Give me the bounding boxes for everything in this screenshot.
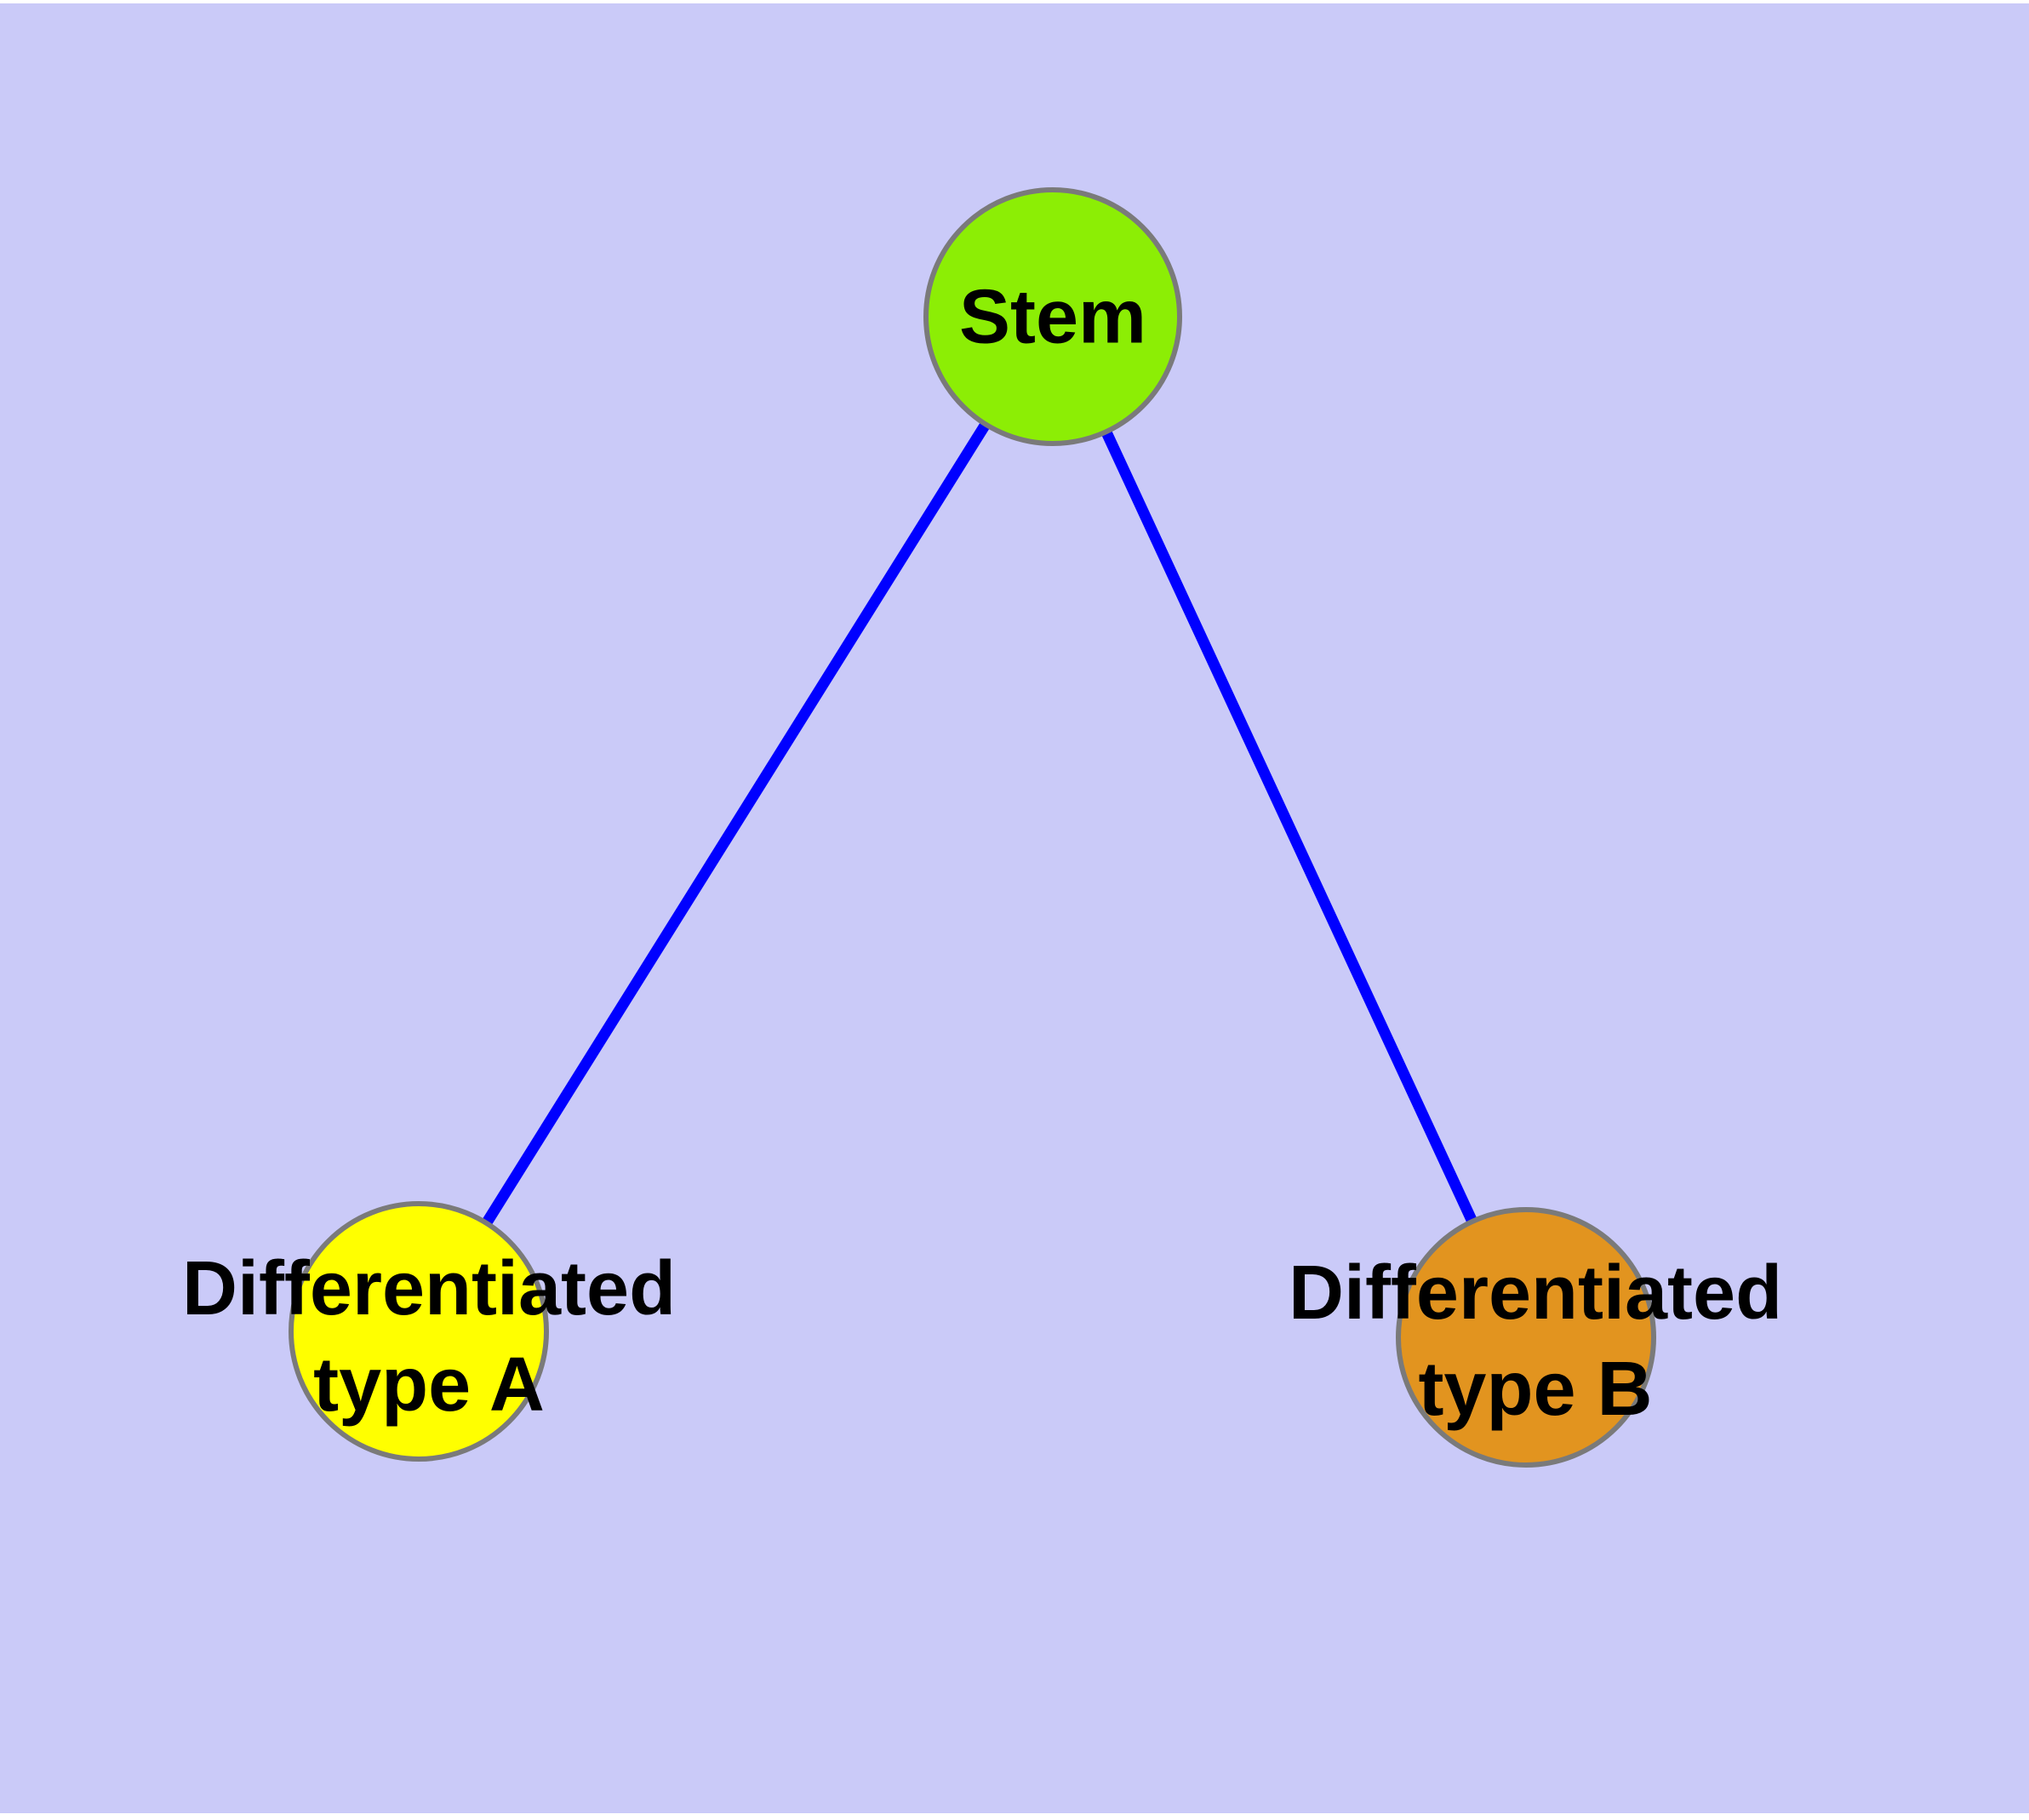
node-type-b-label: Differentiated type B: [1288, 1251, 1783, 1432]
node-type-a-label: Differentiated type A: [181, 1246, 677, 1428]
edge-stem-to-type-b: [1048, 314, 1531, 1340]
edge-stem-to-type-a: [414, 313, 1058, 1335]
node-stem-circle: [923, 187, 1182, 446]
diagram-svg: [0, 3, 2029, 1813]
node-type-a-circle: [289, 1201, 549, 1462]
node-stem-label: Stem: [958, 274, 1147, 360]
diagram-canvas: Stem Differentiated type A Differentiate…: [0, 3, 2029, 1813]
node-type-b-circle: [1396, 1207, 1656, 1468]
